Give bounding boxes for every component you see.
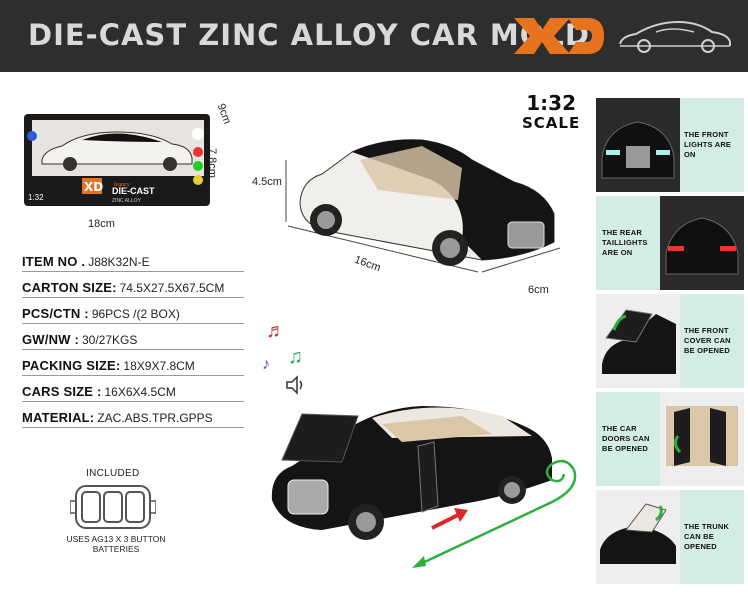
box-brand-label: XD xyxy=(84,180,103,194)
scale-word: SCALE xyxy=(522,114,581,132)
green-spiral-arrow-icon xyxy=(412,459,577,568)
battery-icon xyxy=(70,485,156,529)
battery-note: USES AG13 X 3 BUTTON BATTERIES xyxy=(66,534,166,554)
music-note-icon-2: ♫ xyxy=(288,346,303,368)
box-zinc-label: ZINC ALLOY xyxy=(112,198,142,204)
spec-row-gw-nw: GW/NW :30/27KGS xyxy=(22,324,244,350)
battery-included-label: INCLUDED xyxy=(86,468,140,479)
speaker-icon xyxy=(286,375,303,395)
car-height-label: 4.5cm xyxy=(252,176,282,188)
box-scale-label: 1:32 xyxy=(28,193,44,202)
feature-text-car-doors: THE CAR DOORS CAN BE OPENED xyxy=(602,424,650,453)
feature-panel-front-lights: THE FRONT LIGHTS ARE ON xyxy=(596,98,744,192)
music-note-icon: ♬ xyxy=(266,320,286,342)
feature-panel-front-cover: THE FRONT COVER CAN BE OPENED xyxy=(596,294,744,388)
feature-panel-trunk: THE TRUNK CAN BE OPENED xyxy=(596,490,744,584)
feature-rear-lights-image xyxy=(660,196,744,290)
package-box-image: 1:32 3+ XD legacy DIE-CAST ZINC ALLOY xyxy=(24,114,210,206)
feature-text-trunk: THE TRUNK CAN BE OPENED xyxy=(684,522,730,551)
spec-list: ITEM NO .J88K32N-E CARTON SIZE:74.5X27.5… xyxy=(22,246,244,428)
spec-row-carton-size: CARTON SIZE:74.5X27.5X67.5CM xyxy=(22,272,244,298)
package-depth-label: 9cm xyxy=(214,102,234,126)
header-banner: DIE-CAST ZINC ALLOY CAR MOLD xyxy=(0,0,748,72)
car-width-label: 6cm xyxy=(528,284,549,296)
scale-ratio: 1:32 xyxy=(526,91,576,115)
feature-front-lights-image xyxy=(596,98,680,192)
car-main-image xyxy=(285,139,561,273)
spec-row-item-no: ITEM NO .J88K32N-E xyxy=(22,246,244,272)
music-note-icon-3: ♪ xyxy=(262,356,270,373)
brand-logo xyxy=(514,18,604,54)
box-series-label: legacy xyxy=(114,182,130,188)
spec-row-pcs-ctn: PCS/CTN :96PCS /(2 BOX) xyxy=(22,298,244,324)
header-title: DIE-CAST ZINC ALLOY CAR MOLD xyxy=(28,18,590,52)
spec-row-cars-size: CARS SIZE :16X6X4.5CM xyxy=(22,376,244,402)
feature-panel-rear-lights: THE REAR TAILLIGHTS ARE ON xyxy=(596,196,744,290)
scale-badge: 1:32 SCALE xyxy=(522,93,580,133)
feature-front-cover-image xyxy=(596,294,680,388)
feature-text-front-lights: THE FRONT LIGHTS ARE ON xyxy=(684,130,732,159)
box-diecast-label: DIE-CAST xyxy=(112,186,155,196)
car-silhouette-icon xyxy=(619,20,731,53)
package-width-label: 18cm xyxy=(88,218,115,230)
feature-panel-car-doors: THE CAR DOORS CAN BE OPENED xyxy=(596,392,744,486)
package-height-label: 7.8cm xyxy=(206,148,218,178)
feature-car-doors-image xyxy=(660,392,744,486)
red-arrow-icon xyxy=(431,508,468,530)
feature-text-rear-lights: THE REAR TAILLIGHTS ARE ON xyxy=(602,228,648,257)
feature-trunk-image xyxy=(596,490,680,584)
car-open-doors-image xyxy=(271,406,552,540)
feature-text-front-cover: THE FRONT COVER CAN BE OPENED xyxy=(684,326,731,355)
spec-row-packing-size: PACKING SIZE:18X9X7.8CM xyxy=(22,350,244,376)
spec-row-material: MATERIAL:ZAC.ABS.TPR.GPPS xyxy=(22,402,244,428)
